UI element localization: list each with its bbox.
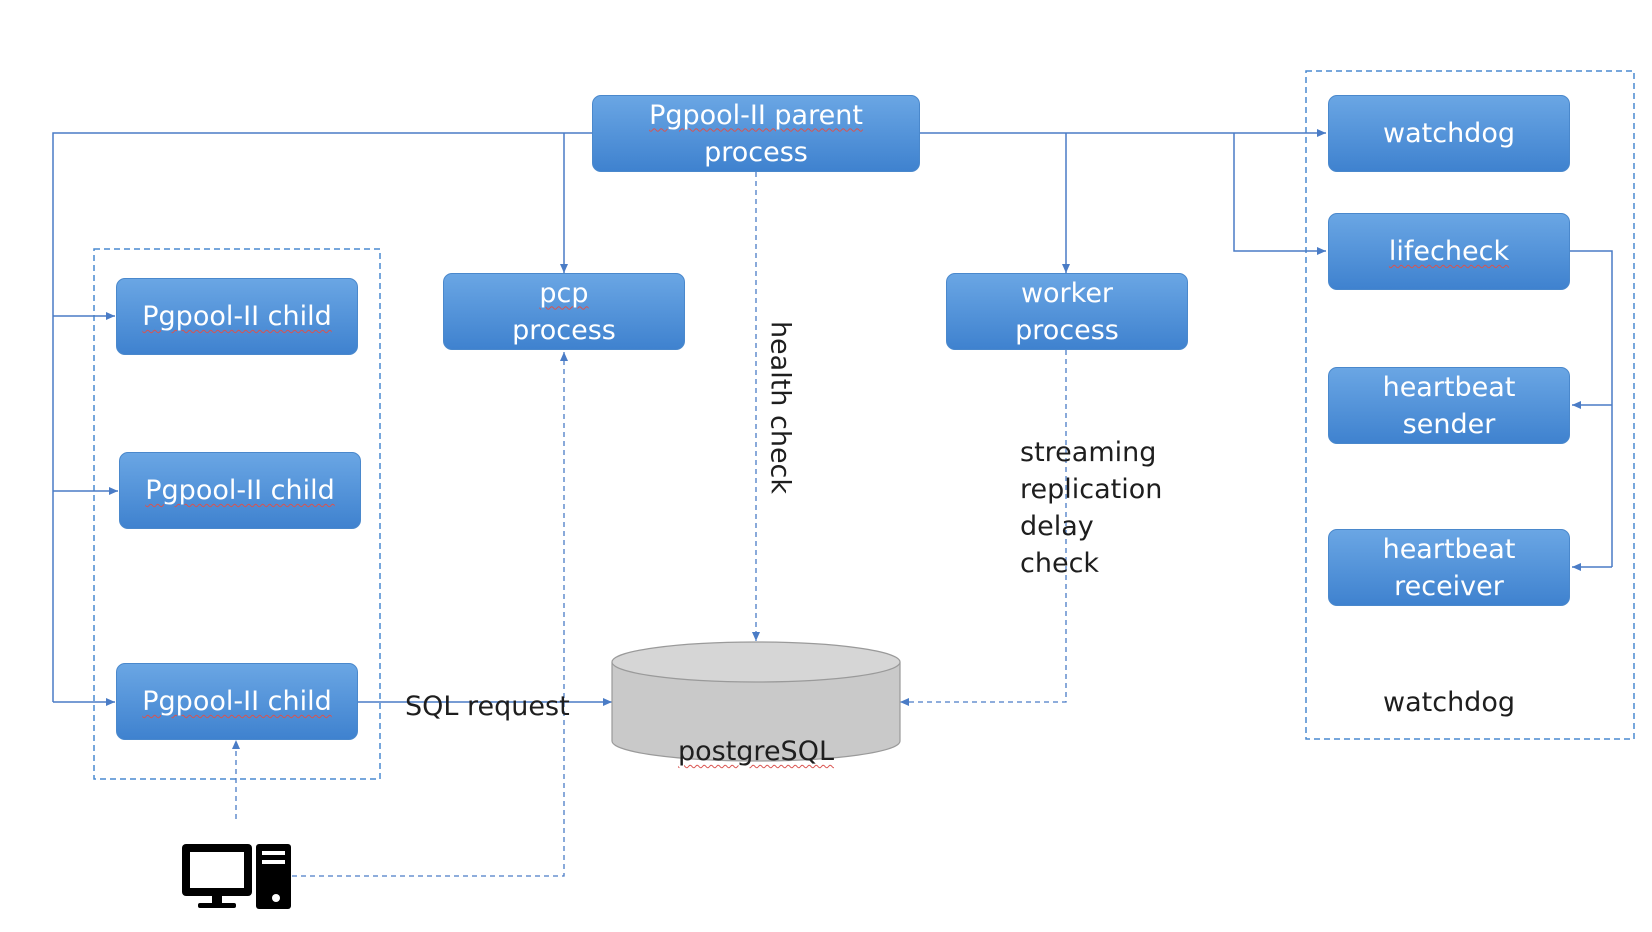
pcp-process-box[interactable]: pcp process (443, 273, 685, 350)
arrow-to-lifecheck (1233, 133, 1326, 255)
streaming-replication-label: streaming replication delay check (1020, 437, 1163, 579)
computer-icon[interactable] (182, 844, 291, 909)
heartbeat-receiver-label: heartbeat receiver (1382, 533, 1516, 602)
sql-request-label: SQL request (405, 691, 570, 722)
pcp-process-line1: pcp (539, 277, 589, 309)
postgres-label-text: postgreSQL (677, 736, 834, 767)
lifecheck-right-line (1568, 250, 1613, 567)
worker-process-label: worker process (1015, 277, 1119, 346)
postgres-label: postgreSQL (612, 696, 900, 770)
child-process-label-2: Pgpool-II child (145, 475, 335, 506)
lifecheck-box[interactable]: lifecheck (1328, 213, 1570, 290)
child-process-label-1: Pgpool-II child (142, 301, 332, 332)
watchdog-label: watchdog (1383, 118, 1515, 149)
client-to-pcp-arrow (292, 352, 568, 877)
watchdog-box[interactable]: watchdog (1328, 95, 1570, 172)
streaming-check-arrow (900, 350, 1067, 706)
health-check-label: health check (764, 320, 796, 495)
watchdog-group-label: watchdog (1383, 687, 1515, 718)
heartbeat-receiver-box[interactable]: heartbeat receiver (1328, 529, 1570, 606)
lifecheck-label: lifecheck (1388, 236, 1510, 267)
child-process-box-3[interactable]: Pgpool-II child (116, 663, 358, 740)
parent-to-children-bus (52, 132, 592, 702)
heartbeat-sender-label: heartbeat sender (1382, 371, 1516, 440)
pcp-process-line2: process (512, 314, 616, 346)
child-group-frame (93, 248, 381, 780)
parent-process-line1: Pgpool-II parent (649, 99, 863, 131)
child-process-label-3: Pgpool-II child (142, 686, 332, 717)
worker-process-box[interactable]: worker process (946, 273, 1188, 350)
child-process-box-2[interactable]: Pgpool-II child (119, 452, 361, 529)
parent-process-box[interactable]: Pgpool-II parent process (592, 95, 920, 172)
watchdog-group-frame (1305, 70, 1635, 740)
child-process-box-1[interactable]: Pgpool-II child (116, 278, 358, 355)
parent-process-line2: process (704, 136, 808, 168)
heartbeat-sender-box[interactable]: heartbeat sender (1328, 367, 1570, 444)
postgres-cylinder (611, 641, 901, 762)
